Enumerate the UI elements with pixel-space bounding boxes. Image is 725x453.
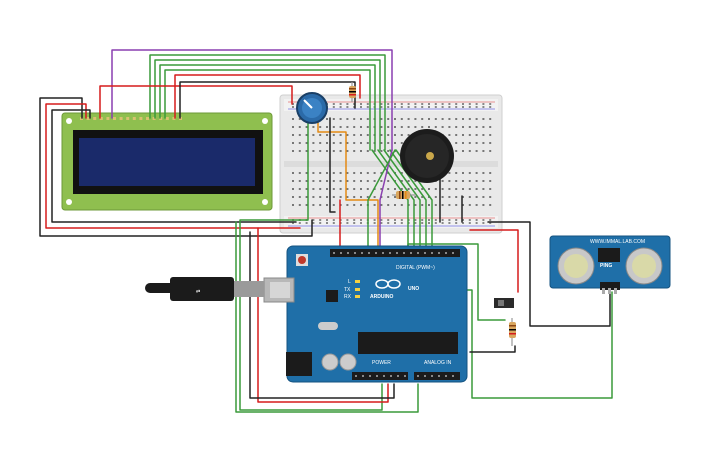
wire-green [239,114,383,411]
wire-orange [317,111,379,253]
ultrasonic-pin-header [600,282,620,290]
lcd-screen [79,138,255,186]
wire-green [367,149,396,253]
digital-header [330,249,460,257]
resistor-top[interactable] [349,82,356,102]
slide-switch[interactable] [494,298,514,308]
wire-red [99,85,293,119]
wire-green [371,149,409,253]
bottom-pin-holes [355,375,454,377]
wire-black [469,345,516,353]
potentiometer[interactable] [296,92,328,124]
wire-red [174,74,361,119]
digital-label: DIGITAL (PWM~) [396,265,435,271]
power-header [352,372,408,380]
usb-plug [170,277,234,301]
led-l [355,280,360,283]
breadboard-holes [292,103,492,224]
label-rx: RX [344,294,352,300]
arduino-uno[interactable]: ⇄ L TX RX DIGITAL (PWM~) ARDUINO UNO [145,245,468,383]
ultrasonic-model: PING [600,263,612,269]
digital-pin-holes [333,252,454,254]
arduino-logo [375,279,401,289]
label-l: L [348,279,351,285]
wire-red [257,227,389,403]
wire-black [329,117,336,213]
lcd-mount-hole [66,118,72,124]
lcd-mount-hole [262,199,268,205]
sensor-chip [598,248,620,262]
usb-chip [326,290,338,302]
ultrasonic-brand: WWW.IMMAL.LAB.COM [590,239,645,245]
wire-green [164,69,371,151]
crystal [318,322,338,330]
arduino-model: UNO [408,286,419,292]
led-tx [355,288,360,291]
capacitor [339,353,357,371]
wire-red [45,103,301,229]
usb-symbol-icon: ⇄ [196,289,200,295]
wire-red [469,229,519,293]
wire-black [487,221,611,327]
lcd-mount-hole [262,118,268,124]
lcd-mount-hole [66,199,72,205]
analog-header [414,372,460,380]
capacitor [321,353,339,371]
wire-green [389,149,427,253]
wire-purple [111,49,393,151]
wire-black [249,231,395,399]
atmega-chip [358,332,458,354]
analog-label: ANALOG IN [424,360,452,366]
resistor-mid[interactable] [392,191,416,199]
wire-black [39,97,313,237]
wire-green [235,221,419,413]
led-rx [355,295,360,298]
wire-green [154,59,381,151]
lcd-module[interactable] [61,112,273,211]
piezo-buzzer[interactable] [400,129,454,183]
resistor-right[interactable] [509,318,516,346]
wire-black [51,109,297,223]
wire-green [383,149,421,253]
power-label: POWER [372,360,391,366]
wire-green [377,149,415,253]
ultrasonic-sensor[interactable]: PING WWW.IMMAL.LAB.COM [549,235,671,294]
dc-jack [286,352,312,376]
wires [39,49,613,413]
wire-purple [379,149,393,253]
label-tx: TX [344,287,351,293]
arduino-brand: ARDUINO [370,294,393,300]
wire-green [159,64,376,151]
